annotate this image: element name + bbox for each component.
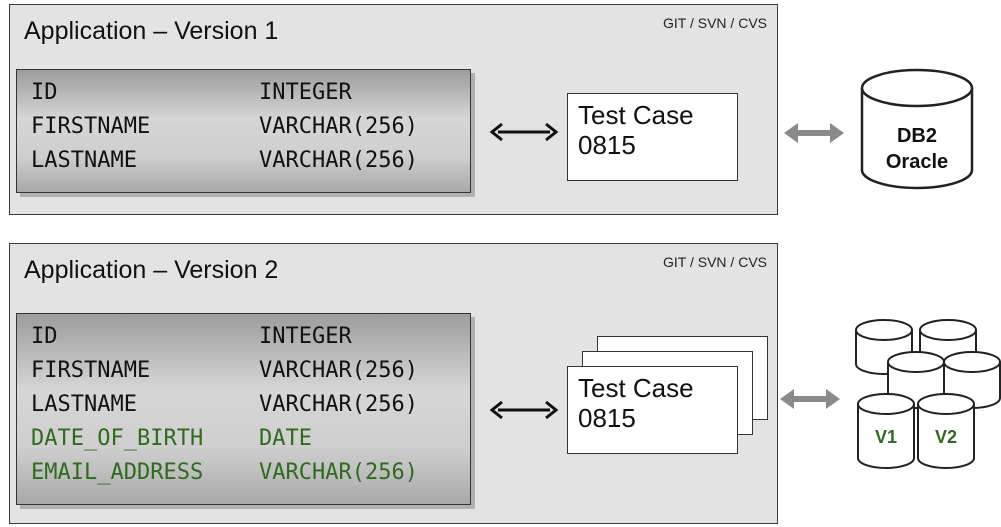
column-name: DATE_OF_BIRTH (31, 426, 204, 451)
db-label-line2: Oracle (886, 151, 948, 173)
db-version-label-v1: V1 (875, 427, 897, 447)
db-version-label-v2: V2 (935, 427, 957, 447)
column-type: VARCHAR(256) (259, 392, 418, 417)
schema-row: LASTNAME VARCHAR(256) (31, 144, 470, 178)
schema-row: ID INTEGER (31, 320, 470, 354)
vcs-label: GIT / SVN / CVS (663, 15, 767, 31)
column-type: VARCHAR(256) (259, 460, 418, 485)
database-cylinder: DB2 Oracle (858, 66, 976, 192)
test-case-number: 0815 (578, 403, 636, 433)
schema-row: FIRSTNAME VARCHAR(256) (31, 354, 470, 388)
column-name: FIRSTNAME (31, 358, 151, 383)
schema-row-added: DATE_OF_BIRTH DATE (31, 422, 470, 456)
database-icon: DB2 Oracle (860, 68, 974, 190)
column-name: FIRSTNAME (31, 114, 151, 139)
schema-table: ID INTEGER FIRSTNAME VARCHAR(256) LASTNA… (16, 313, 471, 505)
column-name: LASTNAME (31, 148, 137, 173)
schema-row: LASTNAME VARCHAR(256) (31, 388, 470, 422)
database-icon-v1 (857, 393, 915, 469)
column-type: INTEGER (259, 80, 352, 105)
test-case-number: 0815 (578, 130, 636, 160)
schema-row: ID INTEGER (31, 76, 470, 110)
column-type: VARCHAR(256) (259, 114, 418, 139)
database-icon-v2 (917, 393, 975, 469)
column-type: VARCHAR(256) (259, 358, 418, 383)
schema-table: ID INTEGER FIRSTNAME VARCHAR(256) LASTNA… (16, 69, 471, 193)
column-type: DATE (259, 426, 312, 451)
double-arrow-icon (489, 122, 559, 142)
panel-title: Application – Version 1 (24, 17, 279, 45)
test-case-card: Test Case 0815 (567, 366, 738, 454)
app-version-2-panel: Application – Version 2 GIT / SVN / CVS … (9, 243, 778, 524)
test-case-title: Test Case (578, 373, 694, 403)
schema-row-added: EMAIL_ADDRESS VARCHAR(256) (31, 456, 470, 490)
double-arrow-icon (489, 400, 559, 420)
column-name: EMAIL_ADDRESS (31, 460, 204, 485)
test-case-card: Test Case 0815 (567, 93, 738, 181)
gray-double-arrow-icon (784, 123, 844, 143)
test-case-title: Test Case (578, 100, 694, 130)
gray-double-arrow-icon (780, 389, 840, 409)
panel-title: Application – Version 2 (24, 256, 279, 284)
column-type: VARCHAR(256) (259, 148, 418, 173)
app-version-1-panel: Application – Version 1 GIT / SVN / CVS … (9, 4, 778, 215)
database-cluster-icon: V1 V2 (855, 319, 1001, 469)
column-name: LASTNAME (31, 392, 137, 417)
column-name: ID (31, 324, 58, 349)
vcs-label: GIT / SVN / CVS (663, 254, 767, 270)
db-label-line1: DB2 (897, 125, 937, 147)
column-type: INTEGER (259, 324, 352, 349)
column-name: ID (31, 80, 58, 105)
schema-row: FIRSTNAME VARCHAR(256) (31, 110, 470, 144)
